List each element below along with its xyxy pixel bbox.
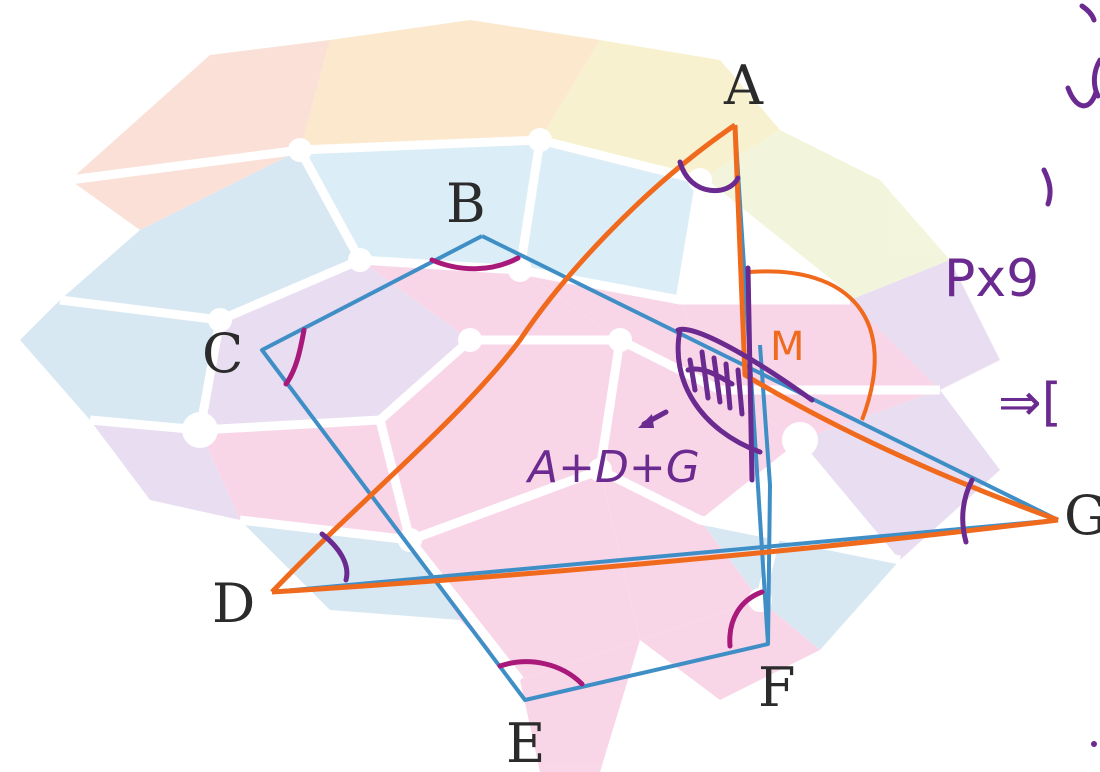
exterior-angle-arc <box>749 269 877 421</box>
angle-arc-B <box>429 255 521 272</box>
label-point-D: D <box>212 572 255 635</box>
angle-arc-G <box>960 477 975 545</box>
annotation-angle-sum: A+D+G <box>525 442 700 493</box>
label-point-G: G <box>1064 484 1100 547</box>
segment-B-G <box>481 234 1059 522</box>
margin-scribble <box>1041 3 1100 207</box>
label-point-F: F <box>758 656 795 719</box>
angle-arc-A <box>677 159 741 194</box>
angle-arc-D <box>319 531 350 583</box>
brain-mesh-background <box>20 20 1000 772</box>
angle-arcs <box>283 159 975 687</box>
segment-D-G <box>271 517 1059 595</box>
annotation-margin-note: Px9 <box>944 249 1039 309</box>
point-labels: A B C D E F G <box>202 54 1100 772</box>
label-point-B: B <box>446 172 486 235</box>
angle-arc-F <box>727 589 765 649</box>
angle-arc-E <box>497 659 585 687</box>
annotation-implies: ⇒[ <box>998 373 1062 433</box>
segment-G-A <box>732 124 1059 523</box>
segment-A-D <box>270 122 737 594</box>
annotation-vertex-angle: M <box>770 324 805 370</box>
label-point-C: C <box>202 322 243 385</box>
margin-dot <box>1091 741 1097 747</box>
segment-B-C-E-F <box>260 234 772 702</box>
orange-triangle <box>270 122 1059 595</box>
segment-D-G <box>271 518 1059 594</box>
label-point-A: A <box>723 54 764 117</box>
angle-arc-C <box>283 327 307 387</box>
hatched-angle-region <box>638 265 815 483</box>
label-point-E: E <box>506 712 545 772</box>
